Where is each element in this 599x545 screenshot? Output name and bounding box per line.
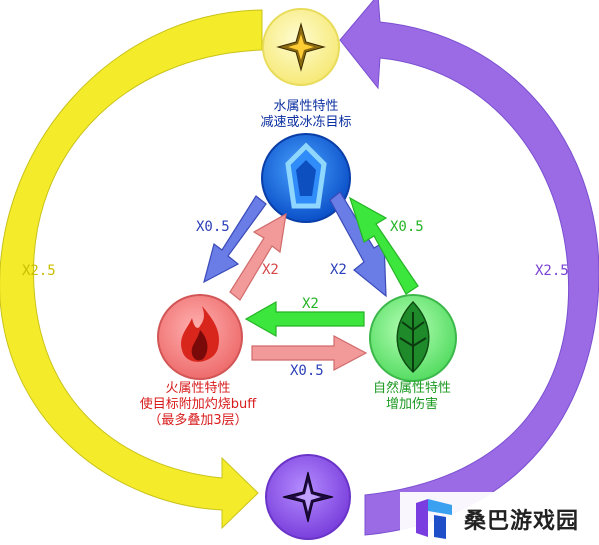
arrow-water-to-nature: [329, 191, 387, 298]
nature-node: [369, 294, 457, 382]
leaf-icon: [396, 300, 430, 374]
nature-trait-title: 自然属性特性: [373, 380, 451, 396]
crystal-icon: [285, 142, 327, 209]
multiplier-nature-to-fire: X2: [302, 296, 319, 312]
flame-icon: [181, 306, 220, 362]
four-point-star-icon: [276, 22, 326, 72]
arrow-nature-to-fire: [244, 300, 365, 338]
fire-trait-desc: 使目标附加灼烧buff: [140, 396, 257, 412]
multiplier-water-to-nature: X2: [330, 262, 347, 278]
outer-arrow-purple: [339, 0, 599, 536]
nature-trait-desc: 增加伤害: [386, 396, 438, 412]
fire-trait-title: 火属性特性: [165, 381, 230, 396]
fire-trait-note: （最多叠加3层）: [148, 412, 247, 428]
multiplier-nature-to-water: X0.5: [390, 219, 424, 235]
water-node: [261, 133, 351, 223]
left-outer-multiplier: X2.5: [22, 263, 56, 279]
water-trait-title: 水属性特性: [273, 99, 338, 114]
top-star-node: [262, 8, 340, 86]
site-watermark-text: 桑巴游戏园: [464, 508, 580, 534]
outer-arrow-yellow: [0, 9, 263, 530]
four-point-star-icon: [282, 471, 334, 523]
multiplier-water-to-fire: X0.5: [196, 219, 230, 235]
right-outer-multiplier: X2.5: [535, 263, 569, 279]
fire-node: [157, 294, 243, 380]
site-logo-icon: [416, 498, 452, 539]
site-watermark: 桑巴游戏园: [400, 492, 599, 545]
arrow-nature-to-water: [348, 196, 419, 295]
bottom-star-node: [265, 454, 351, 540]
multiplier-fire-to-water: X2: [262, 262, 279, 278]
arrow-fire-to-nature: [251, 335, 368, 371]
arrow-fire-to-water: [229, 212, 287, 301]
water-trait-desc: 减速或冰冻目标: [260, 114, 351, 130]
multiplier-fire-to-nature: X0.5: [290, 363, 324, 379]
arrow-water-to-fire: [203, 195, 267, 284]
